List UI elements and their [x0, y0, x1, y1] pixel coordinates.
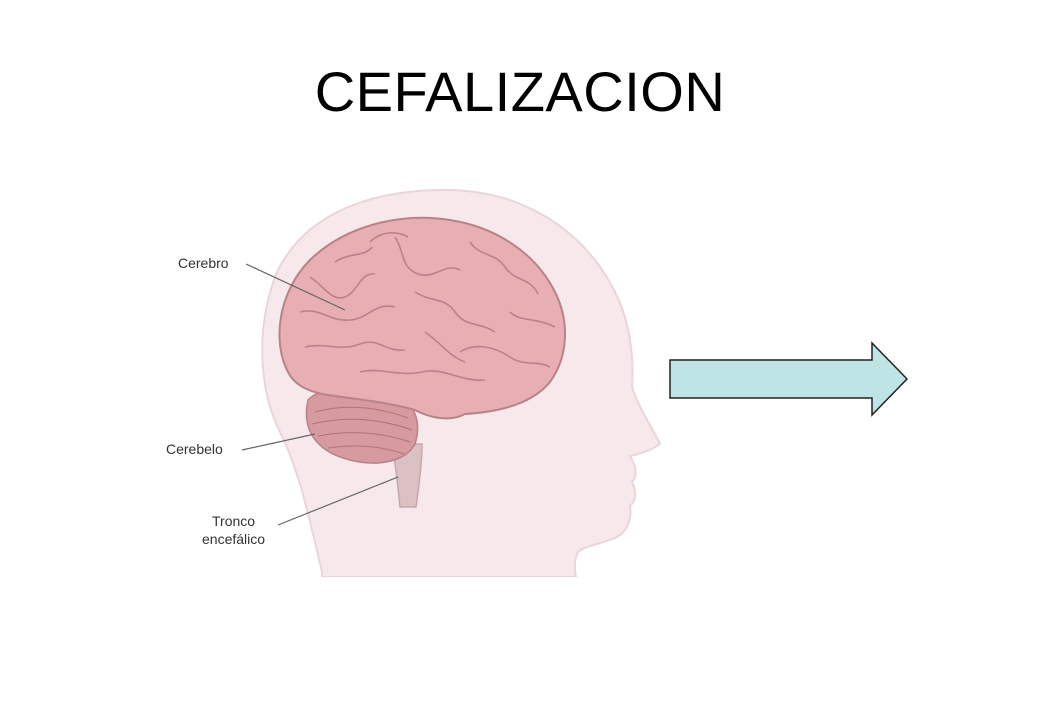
label-cerebelo: Cerebelo — [166, 441, 223, 457]
leader-line-cerebro — [245, 263, 346, 311]
cerebellum-folds — [311, 406, 413, 455]
leader-line-cerebelo — [241, 433, 316, 451]
right-arrow-icon — [668, 340, 910, 418]
cerebrum-folds — [299, 232, 556, 381]
cerebrum — [278, 216, 566, 420]
label-cerebro: Cerebro — [178, 255, 229, 271]
label-tronco-line1: Tronco — [212, 513, 255, 529]
head-brain-illustration: Cerebro Cerebelo Tronco encefálico — [160, 182, 680, 577]
label-tronco-line2: encefálico — [202, 531, 265, 547]
page-title: CEFALIZACION — [314, 60, 726, 123]
leader-line-tronco — [277, 476, 399, 526]
